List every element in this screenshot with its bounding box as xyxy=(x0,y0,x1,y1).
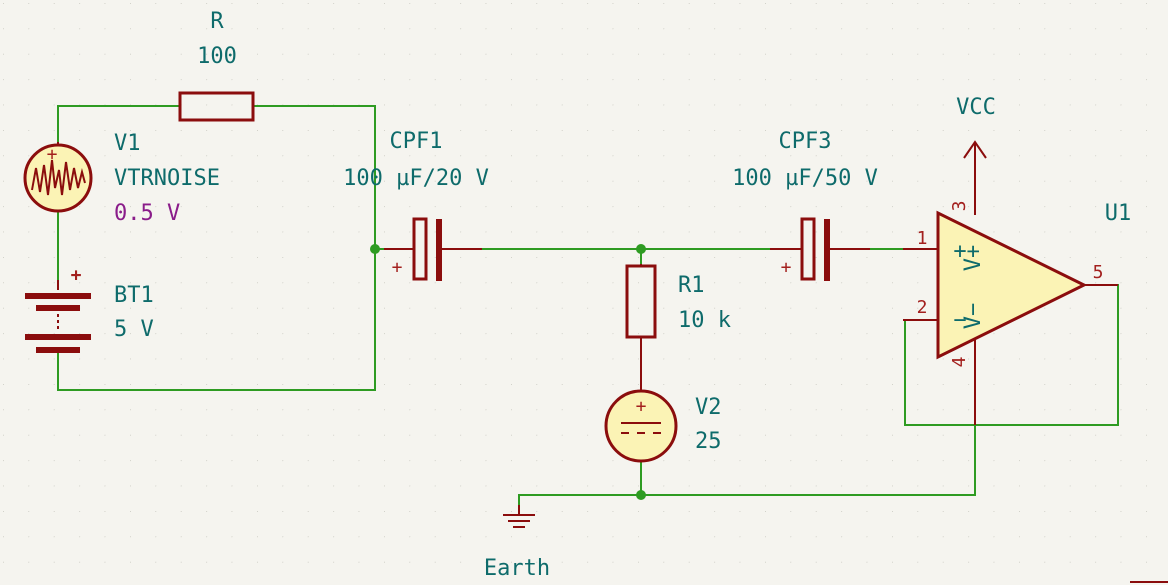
resistor-r1[interactable]: R1 10 k xyxy=(625,264,731,390)
battery-bt1[interactable]: + BT1 5 V xyxy=(25,265,154,353)
u1-pin3: 3 xyxy=(949,201,970,212)
ground-symbol-earth[interactable]: Earth xyxy=(484,505,550,581)
u1-pin2: 2 xyxy=(917,297,928,318)
r-ref-label: R xyxy=(210,9,224,34)
u1-plus-input-symbol: + xyxy=(953,239,966,264)
v1-value-label: 0.5 V xyxy=(114,201,180,226)
resistor-r[interactable]: R 100 xyxy=(178,9,255,122)
r-value-label: 100 xyxy=(197,44,237,69)
wire-v1-to-r[interactable] xyxy=(57,105,180,142)
bt1-ref-label: BT1 xyxy=(114,283,154,308)
v2-plus-marker: + xyxy=(636,396,647,417)
r1-value-label: 10 k xyxy=(678,308,731,333)
u1-ref-label: U1 xyxy=(1105,201,1132,226)
v1-plus-marker: + xyxy=(47,144,58,165)
v2-value-label: 25 xyxy=(695,429,722,454)
earth-label: Earth xyxy=(484,556,550,581)
dc-source-v2[interactable]: + V2 25 xyxy=(604,389,722,463)
cpf1-value-label: 100 µF/20 V xyxy=(343,166,489,191)
cpf1-plus-marker: + xyxy=(392,257,403,278)
u1-pin1: 1 xyxy=(917,228,928,249)
vcc-label: VCC xyxy=(956,95,996,120)
bt1-plus-marker: + xyxy=(71,265,82,286)
bt1-value-label: 5 V xyxy=(114,317,154,342)
junction-r1-node xyxy=(636,244,646,254)
wire-ground-bus[interactable] xyxy=(518,425,976,505)
capacitor-cpf3[interactable]: + CPF3 100 µF/50 V xyxy=(732,129,878,281)
opamp-u1[interactable]: 1 2 3 4 5 + − V+ V− U1 xyxy=(903,201,1131,425)
cpf1-ref-label: CPF1 xyxy=(390,129,443,154)
u1-pin4: 4 xyxy=(949,357,970,368)
u1-vneg-name: V− xyxy=(961,303,986,330)
cpf3-value-label: 100 µF/50 V xyxy=(732,166,878,191)
capacitor-cpf1[interactable]: + CPF1 100 µF/20 V xyxy=(343,129,489,281)
opamp-triangle xyxy=(936,210,1088,360)
v1-ref-label: V1 xyxy=(114,131,141,156)
r1-ref-label: R1 xyxy=(678,273,705,298)
junction-ground-node xyxy=(636,490,646,500)
v2-ref-label: V2 xyxy=(695,395,722,420)
power-symbol-vcc[interactable]: VCC xyxy=(956,95,996,215)
u1-pin5: 5 xyxy=(1093,262,1104,283)
junction-cpf1-node xyxy=(370,244,380,254)
cpf3-ref-label: CPF3 xyxy=(779,129,832,154)
wire-r-to-cpf1-node[interactable] xyxy=(57,105,376,391)
u1-minus-input-symbol: − xyxy=(953,308,966,333)
u1-vpos-name: V+ xyxy=(961,245,986,272)
v1-model-label: VTRNOISE xyxy=(114,166,220,191)
cpf3-plus-marker: + xyxy=(781,257,792,278)
noise-source-v1[interactable]: + V1 VTRNOISE 0.5 V xyxy=(23,131,220,226)
dc-source-icon xyxy=(604,389,678,463)
